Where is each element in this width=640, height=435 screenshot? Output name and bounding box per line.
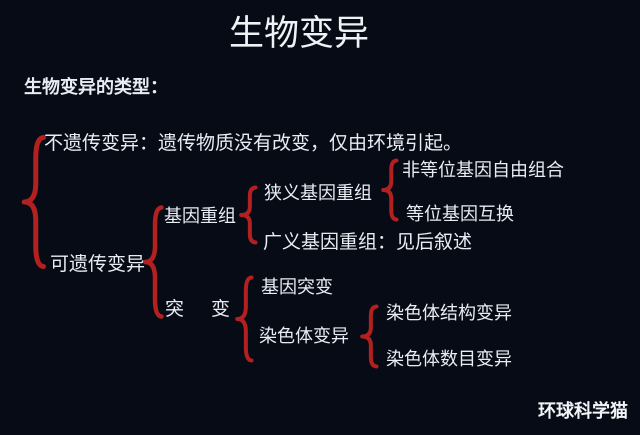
- watermark: 环球科学猫: [538, 401, 628, 422]
- brace-chromosome-variation: [360, 304, 379, 369]
- node-non-heritable-variation: 不遗传变异：遗传物质没有改变，仅由环境引起。: [44, 132, 463, 154]
- node-mutation: 突 变: [165, 298, 235, 320]
- slide-title: 生物变异: [229, 14, 370, 54]
- brace-mutation: [235, 275, 254, 363]
- node-broad-gene-recombination: 广义基因重组：见后叙述: [263, 231, 473, 253]
- node-narrow-gene-recombination: 狭义基因重组: [264, 183, 372, 204]
- brace-narrow-recombination: [381, 158, 399, 222]
- node-chromosome-variation: 染色体变异: [259, 326, 349, 347]
- node-allele-exchange: 等位基因互换: [406, 204, 514, 225]
- section-heading: 生物变异的类型：: [24, 77, 168, 98]
- node-heritable-variation: 可遗传变异: [50, 253, 146, 275]
- brace-gene-recombination: [239, 185, 258, 245]
- brace-heritable-variation: [142, 205, 164, 319]
- node-non-allele-free-combination: 非等位基因自由组合: [402, 160, 564, 181]
- node-gene-mutation: 基因突变: [261, 277, 333, 298]
- node-chromosome-number-variation: 染色体数目变异: [386, 349, 512, 370]
- node-chromosome-structure-variation: 染色体结构变异: [386, 303, 512, 324]
- node-gene-recombination: 基因重组: [164, 206, 236, 227]
- brace-variation-types: [21, 135, 46, 269]
